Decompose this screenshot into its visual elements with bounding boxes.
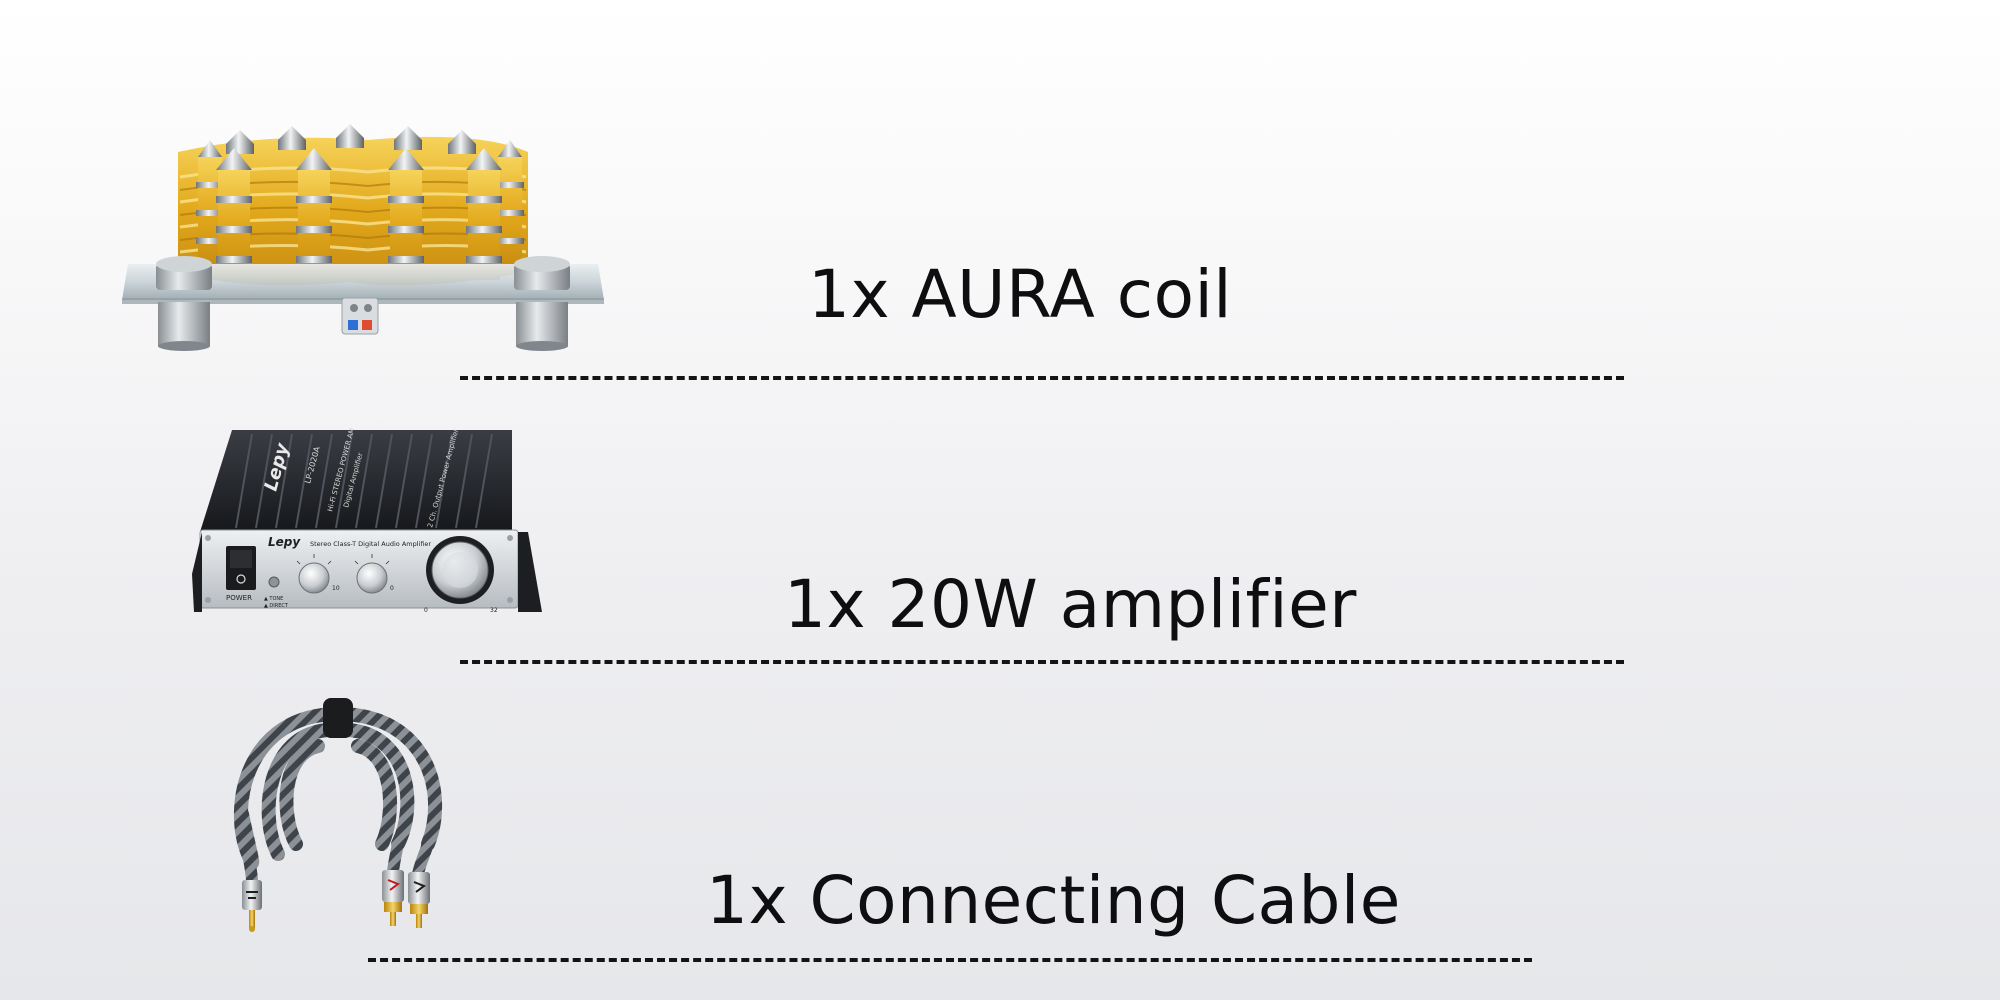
- rca-cable-image: [218, 694, 478, 934]
- item-label-aura-coil: 1x AURA coil: [808, 256, 1233, 333]
- amp-knob1-scale: 10: [332, 585, 340, 592]
- dashed-divider: [460, 660, 1624, 664]
- amp-vol-min: 0: [424, 607, 428, 614]
- amp-vol-max: 32: [490, 607, 498, 614]
- amplifier-image: Lepy LP-2020A Hi-Fi STEREO POWER AMPLIFI…: [192, 428, 544, 618]
- amp-power-label: POWER: [226, 594, 252, 602]
- dashed-divider: [368, 958, 1532, 962]
- item-label-connecting-cable: 1x Connecting Cable: [706, 862, 1401, 939]
- amp-direct-label: ▲ DIRECT: [264, 603, 289, 609]
- amp-front-text: Stereo Class-T Digital Audio Amplifier: [310, 540, 431, 548]
- item-label-amplifier: 1x 20W amplifier: [784, 566, 1357, 643]
- amp-knob2-scale: 0: [390, 585, 394, 592]
- amp-tone-label: ▲ TONE: [264, 596, 283, 602]
- aura-coil-image: [118, 122, 608, 352]
- dashed-divider: [460, 376, 1624, 380]
- amp-brand-front: Lepy: [268, 535, 301, 549]
